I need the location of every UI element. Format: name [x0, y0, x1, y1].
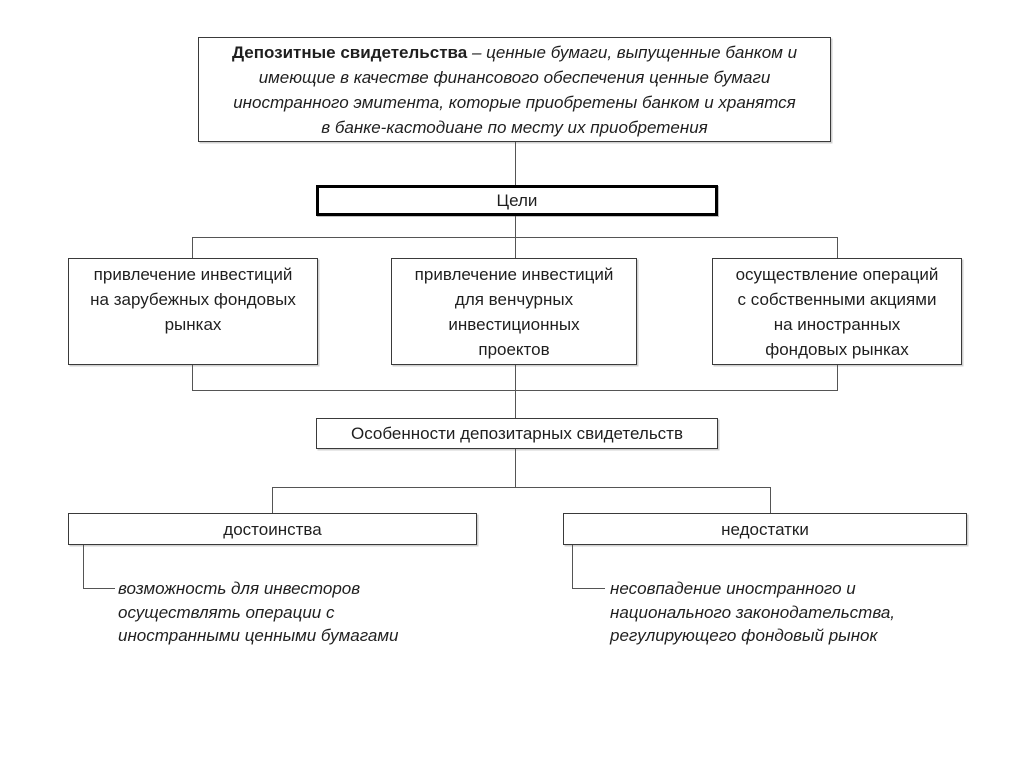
goal-box-foreign-markets: привлечение инвестиций на зарубежных фон…: [68, 258, 318, 365]
goal-box-own-shares: осуществление операций с собственными ак…: [712, 258, 962, 365]
connector-drop-goal-3: [837, 237, 838, 258]
connector-definition-to-goals: [515, 142, 516, 185]
connector-goal-2-to-features: [515, 365, 516, 418]
disadvantages-item-text: несовпадение иностранного и национальног…: [610, 579, 895, 645]
features-box: Особенности депозитарных свидетельств: [316, 418, 718, 449]
connector-split-bar: [272, 487, 770, 488]
definition-text: Депозитные свидетельства – ценные бумаги…: [232, 40, 797, 140]
connector-drop-advantages: [272, 487, 273, 513]
connector-goals-branch-bar: [192, 237, 838, 238]
advantages-item-text: возможность для инвесторов осуществлять …: [118, 579, 399, 645]
connector-disadvantages-elbow-horizontal: [572, 588, 605, 589]
definition-term: Депозитные свидетельства: [231, 42, 468, 62]
disadvantages-box: недостатки: [563, 513, 967, 545]
goals-box: Цели: [316, 185, 718, 216]
advantages-box: достоинства: [68, 513, 477, 545]
connector-drop-disadvantages: [770, 487, 771, 513]
connector-drop-goal-1: [192, 237, 193, 258]
definition-description: – ценные бумаги, выпущенные банком и име…: [233, 42, 798, 137]
definition-box: Депозитные свидетельства – ценные бумаги…: [198, 37, 831, 142]
connector-disadvantages-elbow-vertical: [572, 545, 573, 589]
connector-advantages-elbow-vertical: [83, 545, 84, 589]
connector-goal-1-down: [192, 365, 193, 391]
goal-box-venture-projects: привлечение инвестиций для венчурных инв…: [391, 258, 637, 365]
connector-advantages-elbow-horizontal: [83, 588, 115, 589]
connector-goal-3-down: [837, 365, 838, 391]
connector-features-stem: [515, 449, 516, 488]
